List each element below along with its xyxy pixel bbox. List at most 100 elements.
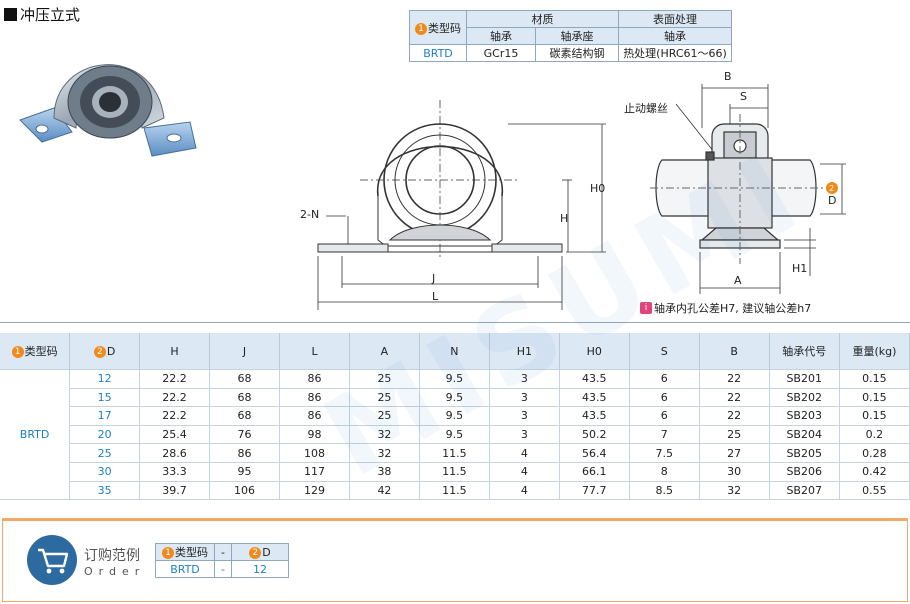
order-type-code-value: BRTD bbox=[155, 560, 215, 578]
cell-h0: 43.5 bbox=[559, 369, 630, 389]
cell-l: 86 bbox=[279, 388, 351, 408]
order-title: 订购范例 bbox=[84, 548, 140, 564]
cell-s: 8 bbox=[629, 462, 700, 482]
cell-s: 7.5 bbox=[629, 443, 700, 463]
h0-label: H0 bbox=[590, 182, 605, 195]
cell-l: 86 bbox=[279, 406, 351, 426]
cell-h: 22.2 bbox=[139, 369, 211, 389]
cell-w: 0.15 bbox=[839, 406, 910, 426]
cell-j: 95 bbox=[209, 462, 281, 482]
cell-d: 15 bbox=[69, 388, 140, 408]
order-subtitle: Order bbox=[84, 565, 146, 578]
front-view-drawing: 2-N J L H H0 bbox=[300, 100, 606, 310]
d-label: D bbox=[828, 194, 836, 207]
housing-material-cell: 碳素结构钢 bbox=[535, 44, 619, 62]
col-n: N bbox=[419, 333, 490, 370]
cell-a: 42 bbox=[349, 481, 420, 501]
cell-l: 86 bbox=[279, 369, 351, 389]
cell-h1: 3 bbox=[489, 369, 560, 389]
info-icon: i bbox=[640, 302, 652, 314]
cell-l: 98 bbox=[279, 425, 351, 445]
cell-h0: 77.7 bbox=[559, 481, 630, 501]
cell-b: 22 bbox=[699, 406, 770, 426]
thread-label: 止动螺丝 bbox=[624, 102, 668, 115]
cell-w: 0.55 bbox=[839, 481, 910, 501]
cell-h1: 4 bbox=[489, 462, 560, 482]
cell-n: 11.5 bbox=[419, 443, 490, 463]
cell-s: 7 bbox=[629, 425, 700, 445]
badge-2-icon: 2 bbox=[249, 546, 262, 559]
s-label: S bbox=[740, 90, 747, 103]
col-bearing-code: 轴承代号 bbox=[769, 333, 840, 370]
cell-h: 22.2 bbox=[139, 406, 211, 426]
col-l: L bbox=[279, 333, 351, 370]
type-code-cell: BRTD bbox=[0, 369, 71, 501]
cell-h1: 3 bbox=[489, 425, 560, 445]
b-label: B bbox=[724, 70, 732, 83]
svg-text:2: 2 bbox=[829, 184, 834, 193]
cell-code: SB204 bbox=[769, 425, 840, 445]
surface-header: 表面处理 bbox=[618, 10, 732, 28]
col-s: S bbox=[629, 333, 700, 370]
cell-b: 32 bbox=[699, 481, 770, 501]
cell-b: 30 bbox=[699, 462, 770, 482]
h-label: H bbox=[560, 212, 568, 225]
col-h1: H1 bbox=[489, 333, 560, 370]
cell-w: 0.28 bbox=[839, 443, 910, 463]
cell-j: 86 bbox=[209, 443, 281, 463]
cell-h1: 4 bbox=[489, 481, 560, 501]
cell-l: 108 bbox=[279, 443, 351, 463]
cell-code: SB202 bbox=[769, 388, 840, 408]
section-divider bbox=[0, 322, 910, 323]
cell-h1: 4 bbox=[489, 443, 560, 463]
order-dash-value: - bbox=[214, 560, 232, 578]
cell-h: 33.3 bbox=[139, 462, 211, 482]
cell-h: 22.2 bbox=[139, 388, 211, 408]
cell-d: 20 bbox=[69, 425, 140, 445]
cell-j: 68 bbox=[209, 406, 281, 426]
cell-a: 25 bbox=[349, 369, 420, 389]
cell-w: 0.15 bbox=[839, 369, 910, 389]
product-photo bbox=[19, 64, 197, 157]
col-b: B bbox=[699, 333, 770, 370]
cell-b: 22 bbox=[699, 388, 770, 408]
order-dash-header: - bbox=[214, 543, 232, 561]
badge-1-icon: 1 bbox=[11, 346, 24, 358]
l-label: L bbox=[432, 290, 439, 303]
cell-h0: 43.5 bbox=[559, 406, 630, 426]
cell-b: 27 bbox=[699, 443, 770, 463]
page-title: 冲压立式 bbox=[4, 4, 80, 25]
cell-d: 17 bbox=[69, 406, 140, 426]
bearing-material-cell: GCr15 bbox=[466, 44, 536, 62]
cell-h0: 50.2 bbox=[559, 425, 630, 445]
cell-j: 68 bbox=[209, 388, 281, 408]
material-header: 材质 bbox=[466, 10, 619, 28]
cell-a: 25 bbox=[349, 388, 420, 408]
cell-a: 25 bbox=[349, 406, 420, 426]
order-section-bar bbox=[2, 518, 908, 521]
cell-d: 30 bbox=[69, 462, 140, 482]
cell-code: SB201 bbox=[769, 369, 840, 389]
d-badge-icon bbox=[826, 182, 838, 194]
cell-s: 6 bbox=[629, 406, 700, 426]
order-section bbox=[2, 520, 908, 602]
surface-sub-header: 轴承 bbox=[618, 27, 732, 45]
col-j: J bbox=[209, 333, 281, 370]
cell-h1: 3 bbox=[489, 406, 560, 426]
tolerance-note: i 轴承内孔公差H7, 建议轴公差h7 bbox=[640, 300, 811, 316]
col-a: A bbox=[349, 333, 420, 370]
cell-n: 9.5 bbox=[419, 425, 490, 445]
